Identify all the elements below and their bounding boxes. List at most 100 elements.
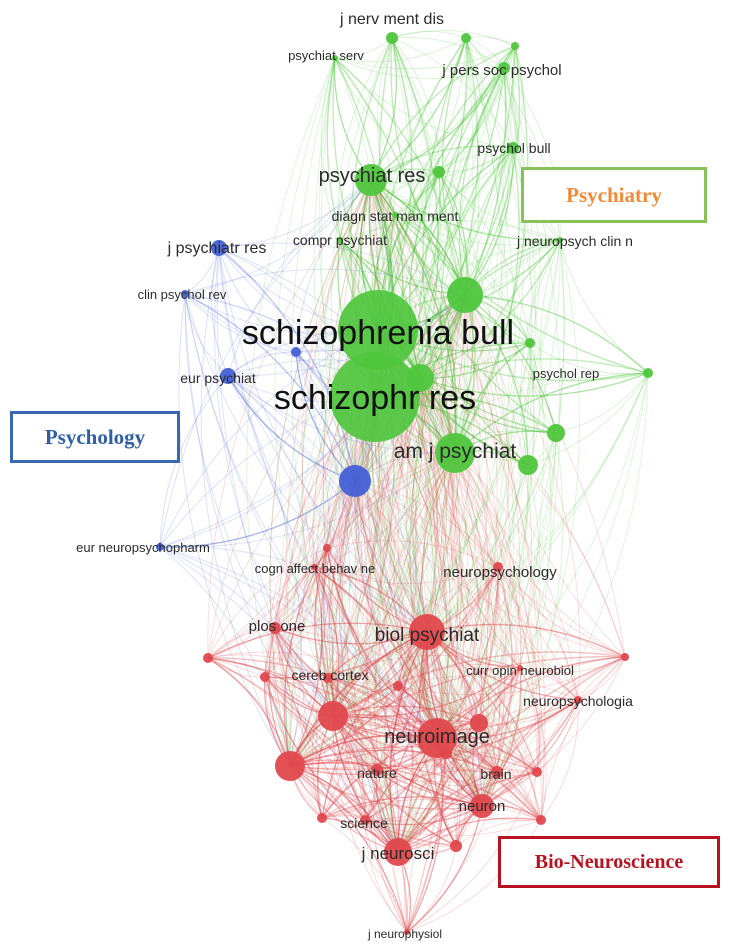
co-citation-edge (426, 464, 529, 633)
node-plos-one[interactable] (269, 622, 281, 634)
node-unlabeled[interactable] (291, 347, 301, 357)
node-unlabeled[interactable] (518, 455, 538, 475)
node-nature[interactable] (371, 764, 383, 776)
co-citation-edge (376, 667, 521, 771)
node-schizophr-res[interactable] (330, 352, 420, 442)
co-citation-edge (354, 147, 514, 482)
node-unlabeled[interactable] (447, 277, 483, 313)
co-citation-edge (397, 685, 457, 847)
node-cogn-affect-behav-ne[interactable] (311, 564, 317, 570)
node-curr-opin-neurobiol[interactable] (517, 665, 523, 671)
co-citation-edge (426, 631, 542, 821)
co-citation-edge (519, 656, 626, 674)
node-unlabeled[interactable] (275, 751, 305, 781)
co-citation-edge (426, 239, 561, 633)
node-unlabeled[interactable] (260, 672, 270, 682)
node-unlabeled[interactable] (532, 767, 542, 777)
node-diagn-stat-man-ment[interactable] (392, 212, 398, 218)
co-citation-edge (455, 819, 542, 847)
co-citation-edge (289, 566, 323, 767)
node-neuropsychology[interactable] (493, 562, 503, 572)
node-biol-psychiat[interactable] (409, 614, 445, 650)
co-citation-edge (321, 631, 428, 819)
node-psychol-bull[interactable] (507, 142, 519, 154)
co-citation-edge (354, 480, 428, 633)
co-citation-edge (481, 432, 564, 807)
node-clin-psychol-rev[interactable] (181, 290, 189, 298)
co-citation-edge (374, 396, 579, 701)
co-citation-edge (497, 566, 542, 773)
node-am-j-psychiat[interactable] (435, 433, 475, 473)
co-citation-edge (274, 627, 438, 739)
co-citation-edge (289, 37, 474, 767)
node-brain[interactable] (491, 766, 503, 778)
node-unlabeled[interactable] (450, 840, 462, 852)
co-citation-edge (264, 676, 378, 771)
co-citation-edge (289, 762, 483, 807)
co-citation-edge (321, 815, 457, 847)
node-j-pers-soc-psychol[interactable] (498, 62, 510, 74)
node-j-nerv-ment-dis[interactable] (386, 32, 398, 44)
co-citation-edge (496, 656, 626, 773)
node-unlabeled[interactable] (323, 544, 331, 552)
node-unlabeled[interactable] (547, 424, 565, 442)
node-schizophrenia-bull[interactable] (338, 290, 418, 370)
co-citation-edge (207, 657, 334, 717)
node-label-j-pers-soc-psychol: j pers soc psychol (441, 62, 561, 79)
co-citation-edge (332, 715, 457, 847)
co-citation-edge (332, 715, 408, 933)
co-citation-edge (397, 377, 447, 754)
node-unlabeled[interactable] (318, 701, 348, 731)
node-label-psychiat-serv: psychiat serv (288, 48, 364, 63)
node-neuroimage[interactable] (417, 718, 457, 758)
node-psychiat-res[interactable] (355, 164, 387, 196)
node-unlabeled[interactable] (461, 33, 471, 43)
node-unlabeled[interactable] (511, 42, 519, 50)
co-citation-edge (478, 656, 626, 724)
node-unlabeled[interactable] (536, 815, 546, 825)
node-j-neurophysiol[interactable] (404, 929, 410, 935)
node-unlabeled[interactable] (317, 813, 327, 823)
node-science[interactable] (360, 815, 370, 825)
node-eur-neuropsychopharm[interactable] (156, 543, 164, 551)
co-citation-edge (313, 566, 340, 717)
node-unlabeled[interactable] (470, 714, 488, 732)
co-citation-edge (332, 67, 509, 717)
co-citation-edge (421, 452, 456, 633)
co-citation-edge (436, 566, 499, 739)
node-cereb-cortex[interactable] (323, 673, 333, 683)
co-citation-edge (289, 749, 498, 773)
co-citation-edge (408, 45, 516, 633)
node-j-neurosci[interactable] (384, 838, 412, 866)
node-psychol-rep[interactable] (643, 368, 653, 378)
co-citation-edge (374, 396, 453, 754)
node-unlabeled[interactable] (621, 653, 629, 661)
co-citation-edge (295, 179, 372, 353)
node-j-psychiatr-res[interactable] (211, 240, 227, 256)
co-citation-edge (321, 768, 538, 819)
node-compr-psychiat[interactable] (337, 237, 343, 243)
co-citation-edge (436, 464, 529, 739)
node-j-neuropsych-clin-n[interactable] (557, 237, 563, 243)
co-citation-edge (419, 377, 489, 724)
co-citation-edge (332, 715, 498, 773)
co-citation-edge (426, 631, 498, 773)
node-neuropsychologia[interactable] (574, 696, 582, 704)
node-unlabeled[interactable] (393, 681, 403, 691)
co-citation-edge (315, 547, 329, 679)
node-unlabeled[interactable] (433, 166, 445, 178)
co-citation-edge (481, 699, 579, 807)
co-citation-edge (354, 294, 466, 482)
node-psychiat-serv[interactable] (332, 55, 338, 61)
co-citation-edge (397, 817, 542, 853)
node-unlabeled[interactable] (203, 653, 213, 663)
node-unlabeled[interactable] (339, 465, 371, 497)
co-citation-edge (481, 372, 649, 807)
co-citation-edge (264, 676, 323, 819)
node-eur-psychiat[interactable] (220, 368, 236, 384)
co-citation-edge (289, 761, 542, 821)
node-unlabeled[interactable] (525, 338, 535, 348)
node-neuron[interactable] (470, 794, 494, 818)
co-citation-edge (389, 631, 428, 853)
co-citation-edge (321, 798, 542, 821)
